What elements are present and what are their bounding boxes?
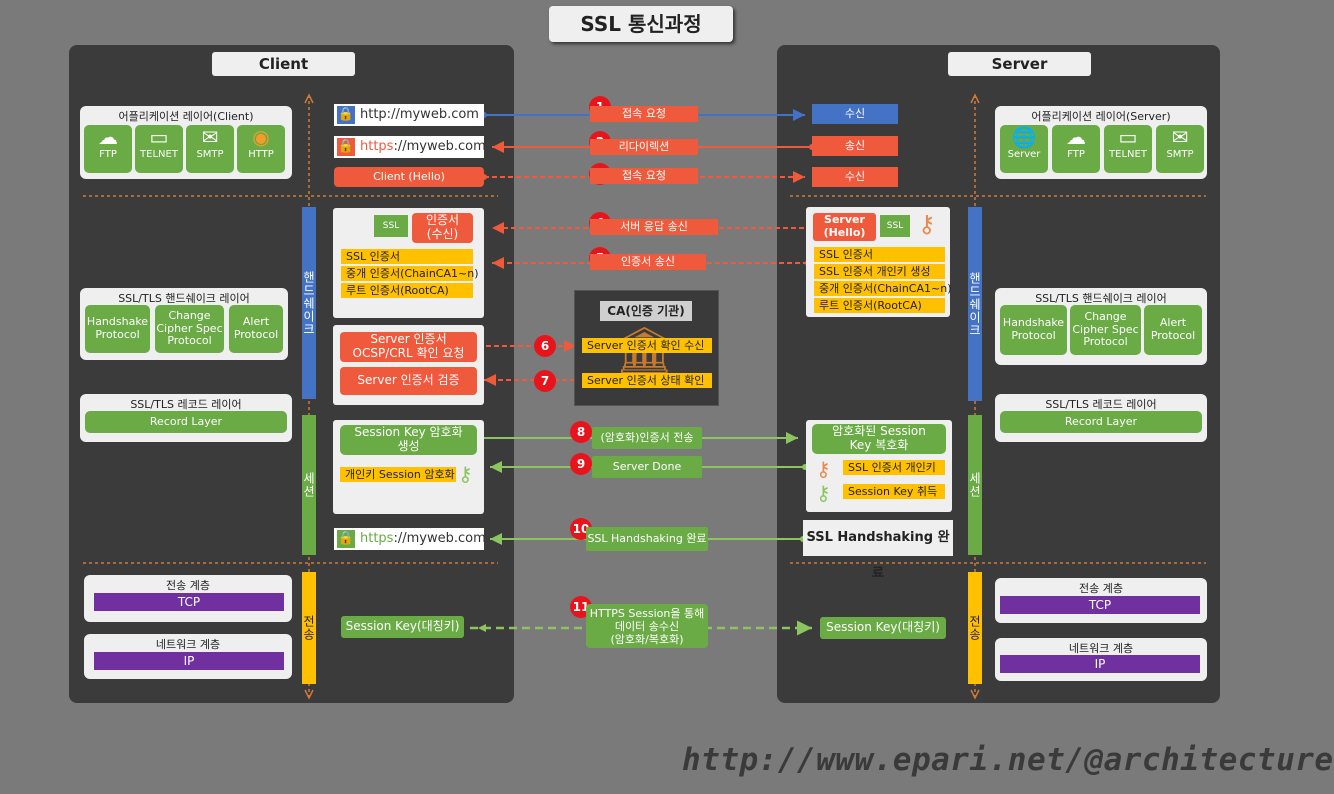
step-5-label: 인증서 송신: [590, 254, 706, 270]
lock-icon: 🔒: [337, 106, 355, 124]
client-session-key: Session Key(대칭키): [341, 616, 464, 638]
server-record-layer-item: Record Layer: [1000, 411, 1202, 433]
ftp-icon[interactable]: ☁FTP: [84, 125, 132, 173]
www-icon[interactable]: 🌐Server: [1000, 125, 1048, 173]
server-session-key: Session Key(대칭키): [820, 617, 946, 639]
step-9-label: Server Done: [592, 456, 702, 478]
client-https-redirect-url[interactable]: 🔒https://myweb.com: [334, 136, 486, 158]
terminal-icon[interactable]: ▭TELNET: [1104, 125, 1152, 173]
step-6-number: 6: [534, 335, 556, 357]
step-8-label: (암호화)인증서 전송: [592, 427, 702, 449]
server-decrypt: 암호화된 Session Key 복호화: [812, 424, 946, 454]
client-root-cert: 루트 인증서(RootCA): [341, 283, 473, 298]
step-11-label: HTTPS Session을 통해 데이터 송수신 (암호화/복호화): [586, 604, 708, 648]
server-ssl-cert: SSL 인증서: [814, 247, 945, 262]
server-session-bar: 세션: [968, 415, 982, 555]
client-cert-verify: Server 인증서 검증: [340, 367, 477, 395]
server-app-layer-title: 어플리케이션 레이어(Server): [1031, 110, 1171, 123]
server-hello: Server (Hello): [813, 213, 876, 241]
client-tcp: TCP: [94, 593, 284, 611]
client-transport-title: 전송 계층: [166, 579, 210, 592]
server-transport-title: 전송 계층: [1079, 582, 1123, 595]
page-title: SSL 통신과정: [549, 6, 733, 42]
client-network-title: 네트워크 계층: [155, 638, 221, 651]
server-recv-1: 수신: [812, 104, 898, 124]
ssl-cert-icon: SSL: [880, 215, 910, 237]
step-3-label: 접속 요청: [590, 168, 698, 184]
terminal-icon[interactable]: ▭TELNET: [135, 125, 183, 173]
server-transfer-bar: 전송: [968, 572, 982, 684]
client-title: Client: [212, 52, 355, 76]
step-10-label: SSL Handshaking 완료: [586, 527, 708, 551]
server-cipher-spec: Change Cipher Spec Protocol: [1070, 305, 1141, 355]
client-ip: IP: [94, 652, 284, 670]
mail-icon[interactable]: ✉SMTP: [186, 125, 234, 173]
client-alert-protocol: Alert Protocol: [229, 305, 283, 353]
server-record-title: SSL/TLS 레코드 레이어: [1045, 398, 1157, 411]
server-chain-cert: 중개 인증서(ChainCA1~n): [814, 281, 952, 296]
client-https-url[interactable]: 🔒https://myweb.com: [334, 528, 486, 550]
client-record-title: SSL/TLS 레코드 레이어: [130, 398, 242, 411]
step-2-label: 리다이렉션: [590, 139, 698, 155]
client-session-gen: Session Key 암호화 생성: [340, 425, 477, 455]
server-root-cert: 루트 인증서(RootCA): [814, 298, 945, 313]
client-record-layer-item: Record Layer: [85, 411, 287, 433]
client-session-bar: 세션: [302, 415, 316, 555]
key-icon: ⚷: [816, 457, 831, 481]
client-private-enc: 개인키 Session 암호화: [340, 467, 456, 482]
ca-recv: Server 인증서 확인 수신: [582, 338, 712, 353]
server-title: Server: [948, 52, 1091, 76]
server-recv-2: 수신: [812, 167, 898, 187]
client-handshake-protocol: Handshake Protocol: [85, 305, 150, 353]
step-9-number: 9: [570, 453, 592, 475]
server-ip: IP: [1000, 655, 1200, 673]
client-hello: Client (Hello): [334, 167, 484, 187]
watermark: http://www.epari.net/@architecture: [682, 742, 1334, 778]
client-ocsp-request: Server 인증서 OCSP/CRL 확인 요청: [340, 332, 477, 362]
ca-status: Server 인증서 상태 확인: [582, 373, 712, 388]
browser-icon[interactable]: ◉HTTP: [237, 125, 285, 173]
client-http-url[interactable]: 🔒http://myweb.com: [334, 104, 484, 126]
server-send: 송신: [812, 136, 898, 156]
server-ssl-privkey: SSL 인증서 개인키: [843, 460, 945, 475]
client-handshake-title: SSL/TLS 핸드쉐이크 레이어: [118, 292, 250, 305]
client-cipher-spec: Change Cipher Spec Protocol: [155, 305, 224, 353]
ftp-icon[interactable]: ☁FTP: [1052, 125, 1100, 173]
key-icon: ⚷: [458, 462, 473, 486]
server-network-title: 네트워크 계층: [1068, 642, 1134, 655]
client-handshake-bar: 핸드쉐이크: [302, 207, 316, 399]
client-ssl-cert: SSL 인증서: [341, 249, 473, 264]
key-icon: ⚷: [816, 481, 831, 505]
server-tcp: TCP: [1000, 596, 1200, 614]
server-get-key: Session Key 취득: [843, 484, 945, 499]
server-handshake-protocol: Handshake Protocol: [1000, 305, 1067, 355]
lock-icon: 🔒: [337, 138, 355, 156]
mail-icon[interactable]: ✉SMTP: [1156, 125, 1204, 173]
ca-title: CA(인증 기관): [600, 301, 692, 321]
step-7-number: 7: [534, 370, 556, 392]
client-cert-recv: 인증서 (수신): [412, 213, 473, 243]
step-1-label: 접속 요청: [590, 106, 698, 122]
server-handshake-title: SSL/TLS 핸드쉐이크 레이어: [1035, 292, 1167, 305]
step-4-label: 서버 응답 송신: [590, 219, 718, 235]
step-8-number: 8: [570, 421, 592, 443]
server-handshake-done: SSL Handshaking 완료: [803, 520, 953, 581]
client-transfer-bar: 전송: [302, 572, 316, 684]
server-handshake-bar: 핸드쉐이크: [968, 207, 982, 401]
ssl-cert-icon: SSL: [374, 215, 408, 237]
server-alert-protocol: Alert Protocol: [1144, 305, 1202, 355]
lock-icon: 🔒: [337, 530, 355, 548]
client-chain-cert: 중개 인증서(ChainCA1~n): [341, 266, 479, 281]
key-icon: ⚷: [918, 210, 936, 238]
server-ssl-privkey-gen: SSL 인증서 개인키 생성: [814, 264, 945, 279]
client-app-layer-title: 어플리케이션 레이어(Client): [118, 110, 254, 123]
